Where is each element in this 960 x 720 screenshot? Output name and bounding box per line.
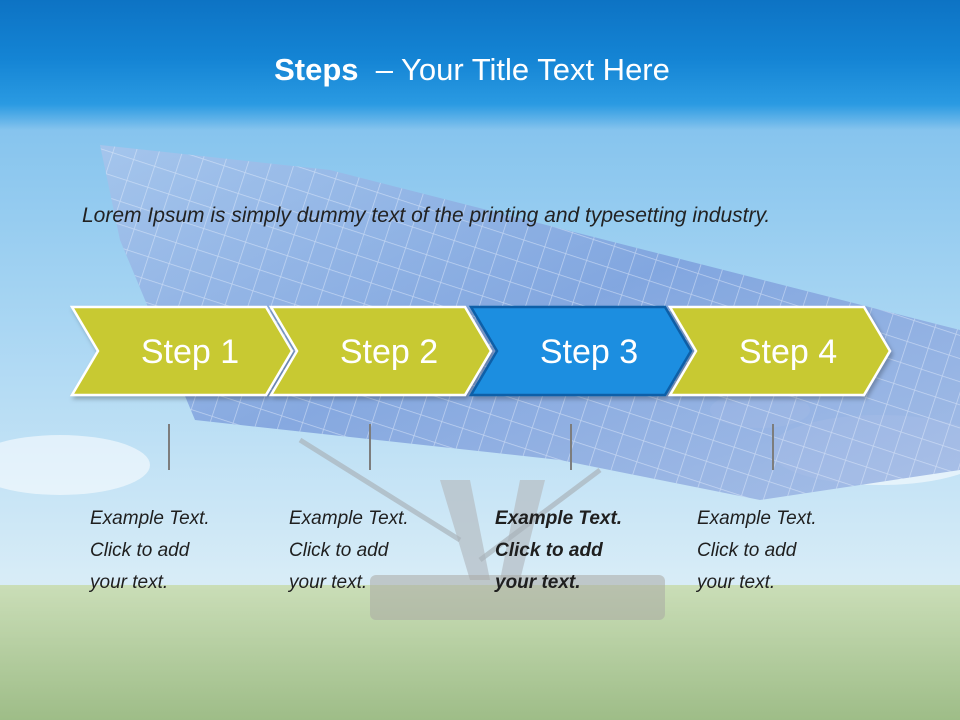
step-4-connector (772, 424, 774, 470)
step-2-label: Step 2 (340, 333, 438, 371)
caption-line: Example Text. (495, 508, 623, 529)
step-3-label: Step 3 (540, 333, 638, 371)
caption-line: Example Text. (90, 508, 210, 529)
caption-line: your text. (495, 572, 581, 593)
caption-line: Click to add (289, 540, 389, 561)
step-4-label: Step 4 (739, 333, 837, 371)
step-1-caption[interactable]: Example Text. Click to add your text. (90, 503, 260, 599)
step-4-chevron[interactable] (667, 305, 892, 397)
step-3-chevron[interactable] (468, 305, 693, 397)
title-bold: Steps (274, 52, 359, 87)
step-2-chevron[interactable] (268, 305, 493, 397)
caption-line: Click to add (90, 540, 190, 561)
title-rest: – Your Title Text Here (375, 52, 670, 87)
slide-title[interactable]: Steps – Your Title Text Here (0, 52, 944, 88)
caption-line: Example Text. (697, 508, 817, 529)
step-1-connector (168, 424, 170, 470)
caption-line: your text. (289, 572, 368, 593)
caption-line: your text. (697, 572, 776, 593)
step-3-caption[interactable]: Example Text. Click to add your text. (495, 503, 665, 599)
step-1-chevron[interactable] (69, 305, 294, 397)
step-1-label: Step 1 (141, 333, 239, 371)
step-2-connector (369, 424, 371, 470)
step-4-caption[interactable]: Example Text. Click to add your text. (697, 503, 867, 599)
caption-line: Example Text. (289, 508, 409, 529)
body-text[interactable]: Lorem Ipsum is simply dummy text of the … (82, 204, 771, 227)
caption-line: your text. (90, 572, 169, 593)
caption-line: Click to add (495, 540, 603, 561)
step-2-caption[interactable]: Example Text. Click to add your text. (289, 503, 459, 599)
step-3-connector (570, 424, 572, 470)
title-band (0, 0, 960, 130)
caption-line: Click to add (697, 540, 797, 561)
